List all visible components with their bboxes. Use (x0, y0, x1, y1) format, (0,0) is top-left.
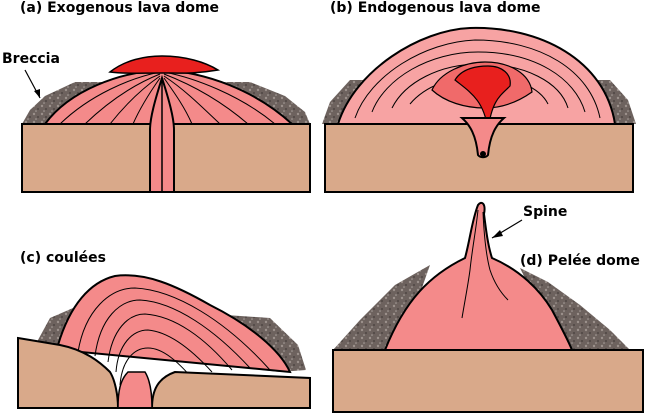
panel-d-pelee: (d) Pelée dome Spine (332, 201, 644, 413)
panel-d-breccia-right (520, 268, 630, 350)
panel-c-coulee: (c) coulées (17, 250, 311, 409)
panel-a-title: (a) Exogenous lava dome (20, 0, 219, 16)
panel-d-spine-lines (461, 209, 509, 319)
panel-d-title: (d) Pelée dome (520, 253, 640, 269)
panel-a-red-cap (108, 55, 221, 74)
panel-c-flow-lines (77, 287, 271, 386)
spine-label: Spine (523, 204, 567, 220)
breccia-label: Breccia (2, 51, 60, 67)
panel-a-exogenous: (a) Exogenous lava dome Breccia (2, 0, 311, 193)
panel-b-core (454, 65, 511, 131)
panel-c-feeder (117, 371, 153, 409)
panel-c-title: (c) coulées (20, 250, 106, 266)
panel-d-dome (383, 201, 574, 351)
panel-d-ground (332, 349, 644, 413)
panel-c-dome (56, 274, 292, 374)
panel-b-feeder (459, 117, 507, 159)
panel-b-endogenous: (b) Endogenous lava dome (322, 0, 636, 193)
panel-b-title: (b) Endogenous lava dome (330, 0, 541, 16)
panel-a-flow-lines (59, 71, 276, 125)
panel-c-ground-right (150, 370, 311, 409)
